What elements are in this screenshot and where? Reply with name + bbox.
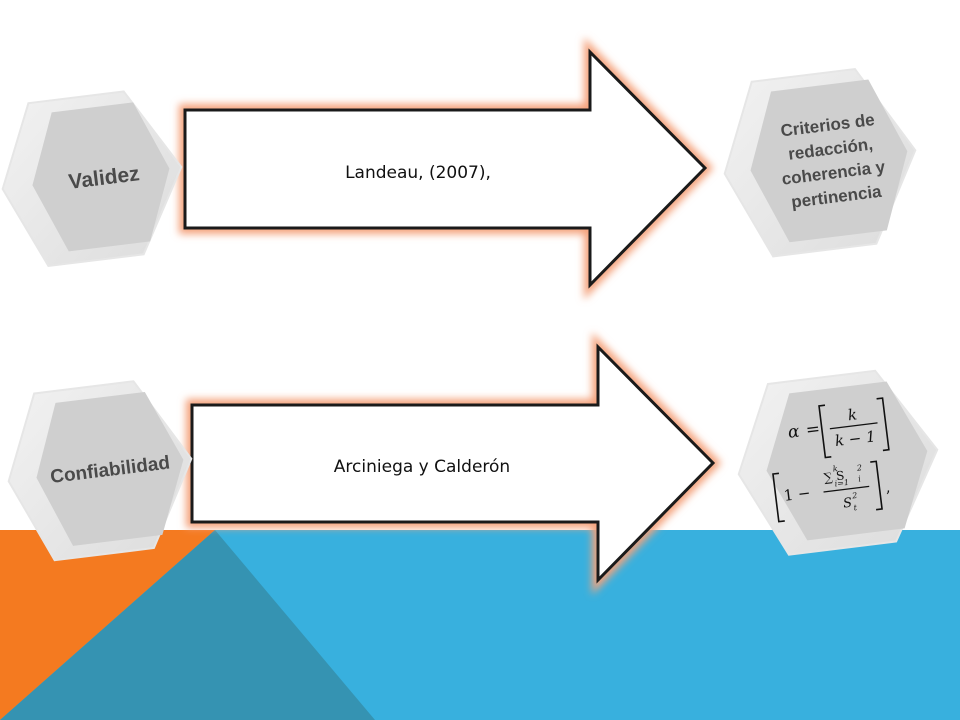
arrow-landeau: Landeau, (2007), xyxy=(179,37,714,300)
formula-sum: ∑ S xyxy=(823,468,845,484)
bg-teal-triangle xyxy=(0,530,375,720)
formula-alpha: α xyxy=(787,421,801,442)
background-shapes xyxy=(0,530,960,720)
formula-sub-t: t xyxy=(853,503,858,512)
hex-face xyxy=(750,79,908,243)
formula-bracket-right xyxy=(876,397,890,452)
hexagon-confiabilidad: Confiabilidad xyxy=(7,380,193,562)
hex-face xyxy=(766,381,928,541)
formula-frac-line-2 xyxy=(823,485,870,493)
formula-sub-i: i xyxy=(858,474,862,483)
formula-frac-line xyxy=(829,422,878,430)
formula-k-minus-1: k − 1 xyxy=(834,427,877,450)
formula-bracket-left xyxy=(818,404,832,459)
arrow-label-arciniega: Arciniega y Calderón xyxy=(334,457,510,477)
arrow-body xyxy=(190,343,716,584)
formula-bracket-right-2 xyxy=(870,460,883,511)
formula-comma: , xyxy=(884,478,891,496)
hex-face xyxy=(36,391,184,546)
formula-equals: = xyxy=(805,419,822,441)
formula-den-s: S xyxy=(842,496,853,512)
arrow-body xyxy=(183,48,708,289)
formula-one-minus: 1 − xyxy=(783,484,812,505)
formula-sum-limits: i=1 xyxy=(834,478,849,489)
cronbach-formula: α = k k − 1 1 − ∑ S k i=1 i 2 S t 2 , xyxy=(772,397,891,523)
arrow-label-landeau: Landeau, (2007), xyxy=(345,163,491,183)
formula-k-top: k xyxy=(847,405,858,424)
hexagon-criterios: Criterios de redacción, coherencia y per… xyxy=(723,67,917,258)
formula-sq-1: 2 xyxy=(855,463,862,473)
hexagon-validez: Validez xyxy=(1,90,183,268)
hex-face xyxy=(32,102,170,252)
formula-bracket-left-2 xyxy=(772,472,785,523)
formula-sum-top: k xyxy=(832,464,838,474)
arrow-arciniega: Arciniega y Calderón xyxy=(186,332,722,595)
hexagon-formula: α = k k − 1 1 − ∑ S k i=1 i 2 S t 2 , xyxy=(737,369,939,556)
formula-sq-2: 2 xyxy=(851,491,858,501)
